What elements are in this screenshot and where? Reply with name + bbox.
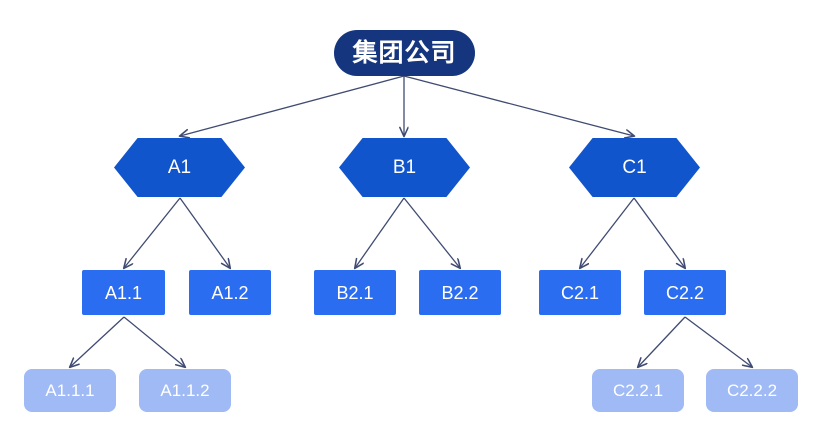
connector-root-to-c1 bbox=[403, 75, 634, 136]
connector-a1-to-a12 bbox=[179, 197, 230, 268]
node-b1[interactable]: B1 bbox=[339, 138, 470, 197]
connector-a1-to-a11 bbox=[124, 197, 181, 268]
node-root[interactable]: 集团公司 bbox=[334, 30, 475, 76]
connector-c1-to-c21 bbox=[580, 197, 635, 268]
node-a12[interactable]: A1.2 bbox=[189, 270, 271, 315]
node-c21[interactable]: C2.1 bbox=[539, 270, 621, 315]
node-c222[interactable]: C2.2.2 bbox=[706, 369, 798, 412]
connector-c22-to-c222 bbox=[684, 316, 752, 367]
node-b21[interactable]: B2.1 bbox=[314, 270, 396, 315]
node-c221[interactable]: C2.2.1 bbox=[592, 369, 684, 412]
node-a1[interactable]: A1 bbox=[114, 138, 245, 197]
connector-c22-to-c221 bbox=[638, 316, 686, 367]
node-a11[interactable]: A1.1 bbox=[82, 270, 165, 315]
node-c1[interactable]: C1 bbox=[569, 138, 700, 197]
connector-c1-to-c22 bbox=[633, 197, 685, 268]
connector-a11-to-a112 bbox=[123, 316, 185, 367]
connector-b1-to-b21 bbox=[355, 197, 405, 268]
node-b22[interactable]: B2.2 bbox=[419, 270, 501, 315]
connector-a11-to-a111 bbox=[70, 316, 125, 367]
connector-root-to-a1 bbox=[180, 75, 405, 136]
node-a112[interactable]: A1.1.2 bbox=[139, 369, 231, 412]
connector-b1-to-b22 bbox=[403, 197, 460, 268]
node-c22[interactable]: C2.2 bbox=[644, 270, 726, 315]
node-a111[interactable]: A1.1.1 bbox=[24, 369, 116, 412]
